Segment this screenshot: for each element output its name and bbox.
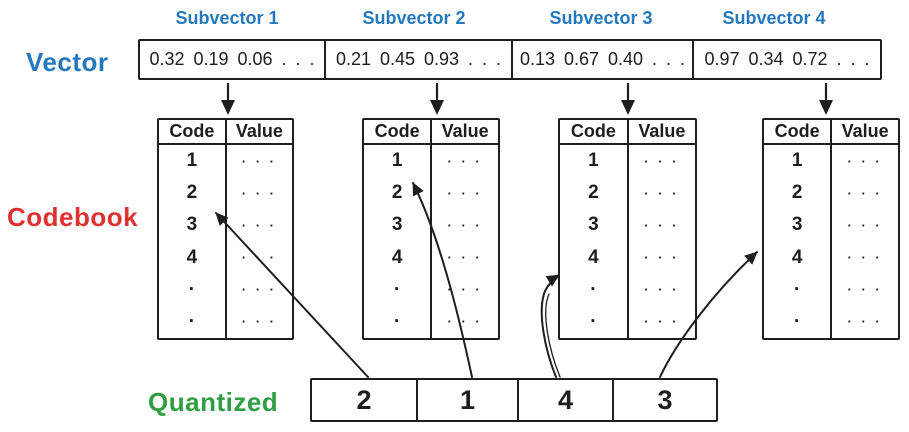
value-cell-row-5: · · · [644,282,680,298]
value-cell-row-5: · · · [241,282,278,298]
subvector-4-label: Subvector 4 [722,8,826,28]
code-cell-row-1: 1 [159,145,227,178]
value-cell-row-1: · · · [847,153,883,169]
value-cell-row-4: · · · [847,250,883,266]
table-header-value: Value [226,120,292,145]
value-cell-row-3: · · · [847,217,883,233]
table-header-code: Code [560,120,629,145]
value-cell-row-3: · · · [447,217,483,233]
value-cell-row-1: · · · [241,153,278,169]
vector-segment-4: 0.97 0.34 0.72 . . . [704,49,870,69]
quantized-row: 2 1 4 3 [310,378,718,422]
value-cell-row-1: · · · [644,153,680,169]
code-cell-row-3: 3 [364,209,433,242]
code-cell-row-5: · [364,273,433,306]
subvector-3-label: Subvector 3 [549,8,653,28]
code-cell-row-1: 1 [560,145,629,178]
code-cell-row-4: 4 [159,241,227,274]
value-cell-row-3: · · · [644,217,680,233]
code-cell-row-6: · [364,305,433,338]
value-cell-row-4: · · · [644,250,680,266]
vector-segment-3: 0.13 0.67 0.40 . . . [513,41,695,78]
code-cell-row-4: 4 [560,241,629,274]
value-cell-row-6: · · · [847,314,883,330]
code-cell-row-3: 3 [764,209,833,242]
code-cell-row-6: · [764,305,833,338]
codebook-table-1: Code Value 1· · ·2· · ·3· · ·4· · ··· · … [157,118,294,340]
code-cell-row-2: 2 [159,177,227,210]
subvector-2-label: Subvector 2 [362,8,466,28]
table-header-code: Code [159,120,227,145]
code-cell-row-1: 1 [364,145,433,178]
quantized-label: Quantized [148,387,279,417]
quantized-cell-2: 1 [418,380,519,420]
value-cell-row-1: · · · [447,153,483,169]
value-cell-row-4: · · · [447,250,483,266]
code-cell-row-6: · [560,305,629,338]
down-arrow-icon-3 [621,83,635,115]
codebook-table-4: Code Value 1· · ·2· · ·3· · ·4· · ··· · … [762,118,900,340]
vector-label: Vector [26,47,109,77]
code-cell-row-1: 1 [764,145,833,178]
value-cell-row-4: · · · [241,250,278,266]
value-cell-row-6: · · · [447,314,483,330]
value-cell-row-2: · · · [447,185,483,201]
value-cell-row-2: · · · [644,185,680,201]
value-cell-row-6: · · · [241,314,278,330]
code-cell-row-5: · [764,273,833,306]
down-arrow-icon-2 [430,83,444,115]
codebook-table-3: Code Value 1· · ·2· · ·3· · ·4· · ··· · … [558,118,697,340]
table-header-code: Code [364,120,433,145]
code-cell-row-3: 3 [159,209,227,242]
code-cell-row-2: 2 [364,177,433,210]
value-cell-row-2: · · · [241,185,278,201]
value-cell-row-5: · · · [447,282,483,298]
down-arrow-icon-4 [819,83,833,115]
quantized-cell-4: 3 [657,384,673,415]
table-header-code: Code [764,120,833,145]
down-arrow-icon-1 [221,83,235,115]
codebook-label: Codebook [7,202,139,232]
table-header-value: Value [628,120,695,145]
quantized-cell-3: 4 [519,380,615,420]
mapping-arrow-3 [540,274,560,378]
code-cell-row-2: 2 [764,177,833,210]
code-cell-row-4: 4 [764,241,833,274]
code-cell-row-5: · [159,273,227,306]
value-cell-row-3: · · · [241,217,278,233]
vector-segment-2: 0.21 0.45 0.93 . . . [326,41,513,78]
quantized-cell-1: 2 [312,380,418,420]
vector-box: 0.32 0.19 0.06 . . . 0.21 0.45 0.93 . . … [138,39,882,80]
value-cell-row-5: · · · [847,282,883,298]
code-cell-row-2: 2 [560,177,629,210]
table-header-value: Value [832,120,898,145]
value-cell-row-6: · · · [644,314,680,330]
value-cell-row-2: · · · [847,185,883,201]
code-cell-row-6: · [159,305,227,338]
vector-segment-1: 0.32 0.19 0.06 . . . [140,41,326,78]
table-header-value: Value [432,120,498,145]
codebook-table-2: Code Value 1· · ·2· · ·3· · ·4· · ··· · … [362,118,500,340]
code-cell-row-4: 4 [364,241,433,274]
code-cell-row-5: · [560,273,629,306]
subvector-1-label: Subvector 1 [175,8,279,28]
code-cell-row-3: 3 [560,209,629,242]
